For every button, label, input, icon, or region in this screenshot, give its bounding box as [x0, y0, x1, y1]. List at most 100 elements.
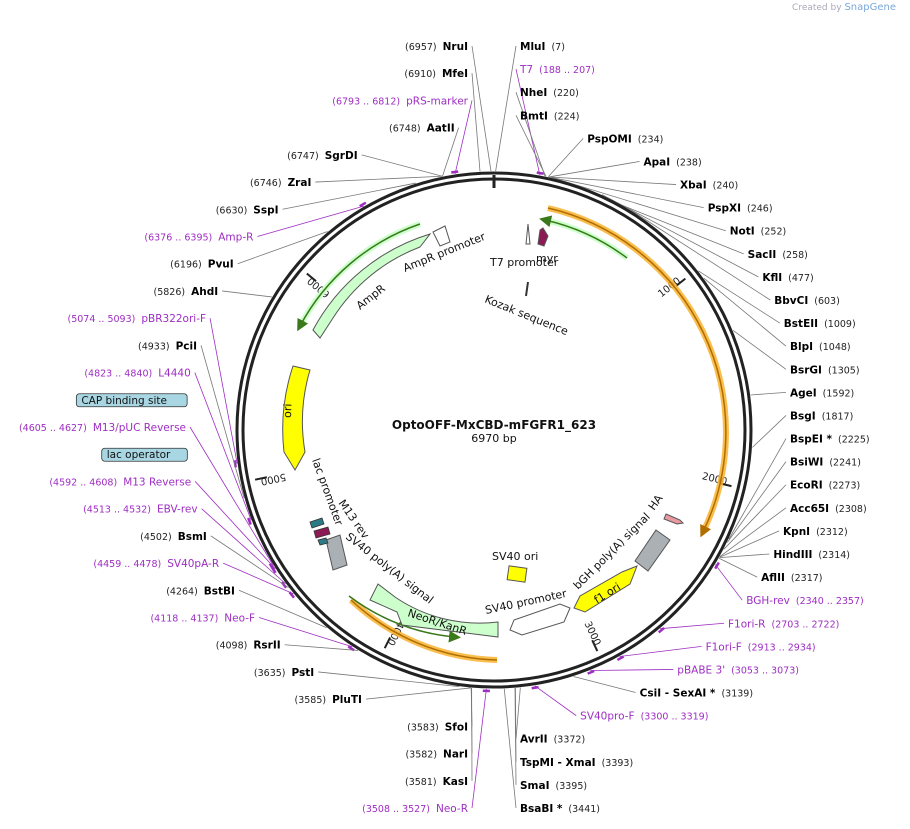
leader-line — [726, 461, 787, 543]
site-name: TspMI - XmaI — [520, 757, 596, 769]
leader-line — [549, 176, 677, 185]
site-position: (5074 .. 5093) — [67, 314, 135, 325]
site-name: PstI — [292, 667, 315, 679]
site-name: NheI — [520, 87, 547, 99]
ampr-promoter-arrow — [432, 225, 451, 247]
site-name: F1ori-R — [728, 618, 765, 630]
site-position: (3583) — [407, 722, 439, 733]
leader-line — [194, 372, 252, 521]
site-text: (6630)SspI — [216, 204, 279, 216]
site-text: SacII(258) — [748, 249, 808, 261]
ha-arrow — [663, 513, 685, 525]
site-name: BGH-rev — [746, 595, 790, 607]
snapgene-credit: Created by SnapGene — [792, 2, 896, 13]
site-text: (6957)NruI — [405, 41, 468, 53]
site-text: XbaI(240) — [680, 180, 738, 192]
site-label: EcoRI(2273) — [790, 480, 860, 492]
leader-line — [200, 345, 245, 499]
site-label: T7(188 .. 207) — [519, 64, 595, 76]
leader-line — [515, 115, 547, 177]
site-label: (3585)PluTI — [294, 694, 361, 706]
site-label: CAP binding site — [75, 393, 188, 408]
leader-line — [750, 391, 787, 396]
site-name: AgeI — [790, 387, 817, 399]
site-text: KflI(477) — [762, 272, 813, 284]
leader-line — [619, 645, 702, 657]
site-name: KasI — [443, 776, 468, 788]
site-text: (4592 .. 4608)M13 Reverse — [49, 476, 191, 488]
site-position: (2703 .. 2722) — [771, 619, 839, 630]
site-position: (4823 .. 4840) — [84, 369, 152, 380]
leader-line — [719, 553, 770, 559]
leader-line — [210, 535, 289, 588]
leader-line — [495, 45, 517, 172]
sv40-promoter-arrow — [509, 603, 571, 636]
site-label: (4459 .. 4478)SV40pA-R — [93, 558, 219, 570]
site-name: AhdI — [191, 286, 218, 298]
site-position: (1817) — [822, 411, 854, 422]
leader-line — [209, 318, 238, 464]
site-position: (3581) — [405, 777, 437, 788]
site-label: AvrII(3372) — [520, 734, 585, 746]
site-text: NheI (220) — [520, 87, 579, 99]
site-text: AflII(2317) — [761, 572, 822, 584]
site-label: (3583) SfoI — [407, 721, 468, 733]
site-text: (3583) SfoI — [407, 721, 468, 733]
site-label: (5074 .. 5093)pBR322ori-F — [67, 313, 206, 325]
site-position: (220) — [553, 88, 579, 99]
site-position: (2913 .. 2934) — [748, 642, 816, 653]
site-position: (3441) — [568, 804, 600, 815]
site-position: (4605 .. 4627) — [19, 423, 87, 434]
site-position: (2308) — [835, 504, 867, 515]
site-text: (5826)AhdI — [154, 286, 219, 298]
feature-label-kozak: Kozak sequence — [483, 293, 570, 338]
site-position: (3582) — [405, 750, 437, 761]
site-label: (4605 .. 4627)M13/pUC Reverse — [19, 422, 186, 434]
leader-line — [515, 687, 521, 739]
site-text: (6748)AatII — [389, 123, 455, 135]
site-label: (4513 .. 4532)EBV-rev — [83, 504, 198, 516]
site-label: SacII(258) — [748, 249, 808, 261]
site-label: TspMI - XmaI(3393) — [520, 757, 633, 769]
site-position: (3139) — [721, 689, 753, 700]
leader-line — [534, 685, 577, 716]
site-text: (6747)SgrDI — [287, 150, 357, 162]
site-name: BsgI — [790, 410, 816, 422]
site-label: (3582)NarI — [405, 749, 468, 761]
site-label: F1ori-F(2913 .. 2934) — [706, 641, 816, 653]
site-name: BlpI — [790, 341, 813, 353]
site-position: (2314) — [818, 550, 850, 561]
site-text: (3581) KasI — [405, 776, 468, 788]
site-position: (4933) — [138, 341, 170, 352]
credit-prefix: Created by — [792, 3, 842, 13]
site-position: (2273) — [829, 481, 861, 492]
site-label: PspOMI(234) — [587, 133, 663, 145]
site-label: BGH-rev(2340 .. 2357) — [746, 595, 863, 607]
feature-label-ha: HA — [646, 492, 666, 513]
feature-label-lac-promoter: lac promoter — [309, 457, 345, 528]
site-position: (4459 .. 4478) — [93, 559, 161, 570]
tick-label: 5000 — [260, 470, 287, 486]
site-position: (477) — [788, 273, 814, 284]
site-label: (6793 .. 6812)pRS-marker — [332, 95, 468, 107]
site-name: KpnI — [783, 526, 810, 538]
site-label: (4098)RsrII — [216, 640, 281, 652]
site-name: T7 — [519, 64, 533, 76]
leader-line — [503, 688, 517, 809]
site-text: (4513 .. 4532)EBV-rev — [83, 504, 198, 516]
site-name: BbvCI — [774, 295, 808, 307]
site-name: CAP binding site — [81, 395, 167, 407]
site-name: Neo-R — [436, 803, 468, 815]
site-name: HindIII — [773, 549, 812, 561]
site-label: (3635)PstI — [254, 667, 314, 679]
site-label: BbvCI(603) — [774, 295, 840, 307]
site-text: F1ori-F(2913 .. 2934) — [706, 641, 816, 653]
site-position: (6630) — [216, 205, 248, 216]
site-position: (2225) — [838, 435, 870, 446]
leader-line — [719, 507, 787, 557]
site-position: (2317) — [791, 573, 823, 584]
leader-line — [237, 231, 328, 265]
site-position: (3395) — [556, 781, 588, 792]
site-position: (246) — [747, 204, 773, 215]
site-name: SfoI — [445, 721, 468, 733]
